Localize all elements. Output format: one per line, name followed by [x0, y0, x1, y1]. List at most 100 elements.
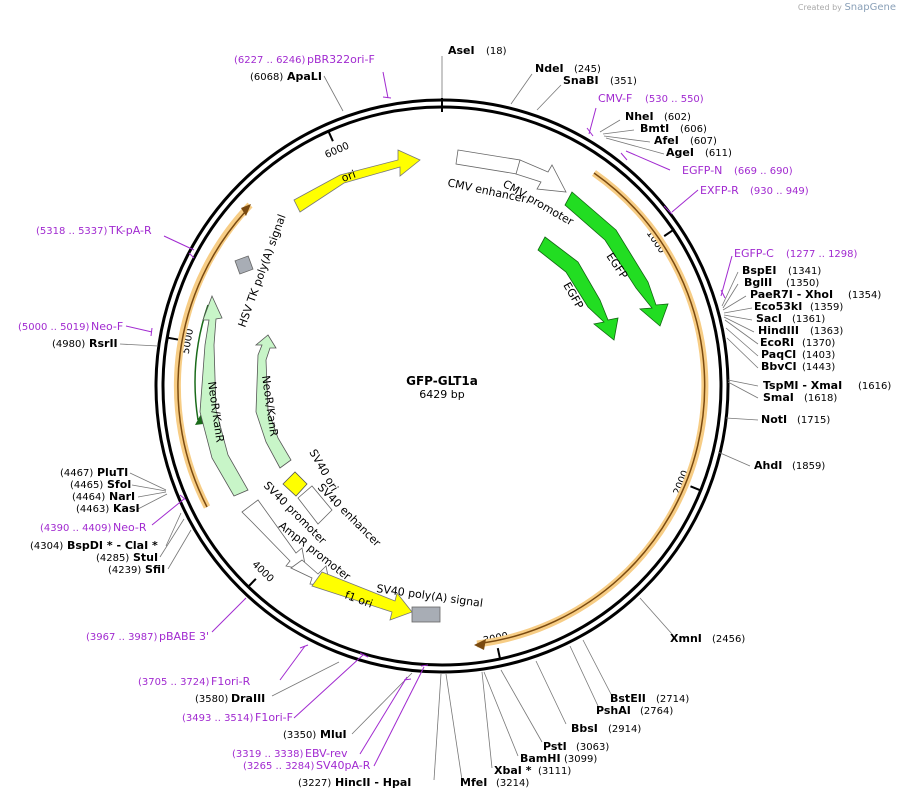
restriction-sites: AseI (18) NdeI (245) SnaBI (351) NheI (6… [30, 44, 891, 789]
site-bamhi-pos: (3099) [564, 754, 597, 765]
site-stui-name: StuI [133, 551, 158, 564]
site-ndei-name: NdeI [535, 62, 564, 75]
site-draiii-pos: (3580) [195, 694, 228, 705]
site-rsrii-name: RsrII [89, 337, 118, 350]
site-nhei-pos: (602) [664, 112, 691, 123]
site-bglii-name: BglII [744, 276, 772, 289]
plasmid-length: 6429 bp [419, 388, 464, 401]
site-paer7i-pos: (1354) [848, 290, 881, 301]
site-rsrii-pos: (4980) [52, 339, 85, 350]
site-snabi-name: SnaBI [563, 74, 599, 87]
cmv-enhancer-arrow [455, 149, 521, 175]
site-xmni-name: XmnI [670, 632, 702, 645]
egfp-outer-arrow [564, 191, 669, 327]
f1-ori-arrow [311, 571, 413, 621]
site-mfei-name: MfeI [460, 776, 487, 789]
site-bsteii-name: BstEII [610, 692, 646, 705]
tick-mark [167, 336, 179, 341]
site-ecori-name: EcoRI [760, 336, 794, 349]
site-afei-name: AfeI [654, 134, 679, 147]
site-tspmi-pos: (1616) [858, 381, 891, 392]
cmv-promoter-arrow [515, 159, 567, 193]
plasmid-name: GFP-GLT1a [406, 374, 478, 388]
primer-neof-pos: (5000 .. 5019) [18, 322, 90, 333]
site-saci-pos: (1361) [792, 314, 825, 325]
site-paqci-name: PaqCI [761, 348, 796, 361]
tick-mark [496, 647, 502, 660]
neokan-outer-arrow [199, 294, 249, 497]
hsv-tk-polya-box [234, 255, 254, 275]
primer-labels: (6227 .. 6246) pBR322ori-F CMV-F (530 ..… [18, 53, 858, 772]
site-smai-pos: (1618) [804, 393, 837, 404]
site-bamhi-name: BamHI [520, 752, 561, 765]
site-bspei-pos: (1341) [788, 266, 821, 277]
site-ahdi-name: AhdI [754, 459, 782, 472]
primer-ebvrev-pos: (3319 .. 3338) [232, 749, 304, 760]
primer-egfpn-name: EGFP-N [682, 164, 722, 177]
feature-arrows [199, 149, 669, 623]
primer-f1orir-name: F1ori-R [211, 675, 251, 688]
tick-mark [690, 485, 702, 492]
orf-highlights [173, 170, 709, 650]
site-kasi-pos: (4463) [76, 504, 109, 515]
site-sfii-pos: (4239) [108, 565, 141, 576]
tick-mark [663, 229, 674, 237]
site-sfoi-pos: (4465) [70, 480, 103, 491]
site-pshai-pos: (2764) [640, 706, 673, 717]
egfp-orf-highlight [476, 170, 709, 648]
site-saci-name: SacI [756, 312, 782, 325]
site-apali-name: ApaLI [287, 70, 322, 83]
tick-mark [247, 578, 257, 588]
site-xbai-pos: (3111) [538, 766, 571, 777]
primer-pbabe3-pos: (3967 .. 3987) [86, 632, 158, 643]
feature-label-cmv-promoter: CMV promoter [501, 177, 577, 228]
site-noti-pos: (1715) [797, 415, 830, 426]
sv40-enhancer-arrow [297, 485, 333, 525]
primer-f1orir-pos: (3705 .. 3724) [138, 677, 210, 688]
primer-ebvrev-name: EBV-rev [305, 747, 348, 760]
site-sfii-name: SfiI [145, 563, 165, 576]
egfp-orf-arrowhead [474, 639, 486, 650]
sv40-polya-box [411, 606, 441, 623]
site-afei-pos: (607) [690, 136, 717, 147]
site-bbvci-name: BbvCI [761, 360, 797, 373]
primer-tkpar-name: TK-pA-R [108, 224, 152, 237]
site-eco53ki-name: Eco53kI [754, 300, 802, 313]
site-bglii-pos: (1350) [786, 278, 819, 289]
sv40-ori-box [282, 471, 308, 497]
site-apali-pos: (6068) [250, 72, 283, 83]
site-bspdi-name: BspDI * - ClaI * [67, 539, 158, 552]
site-ndei-pos: (245) [574, 64, 601, 75]
neo-orf-arrowhead [241, 204, 251, 216]
site-pshai-name: PshAI [596, 704, 631, 717]
site-ecori-pos: (1370) [802, 338, 835, 349]
snapgene-brand: SnapGene [844, 2, 896, 13]
snapgene-credit: Created by SnapGene [798, 2, 896, 13]
tick-mark [327, 130, 334, 142]
primer-cmvf-name: CMV-F [598, 92, 632, 105]
site-bspdi-pos: (4304) [30, 541, 63, 552]
primer-exfpr-pos: (930 .. 949) [750, 186, 809, 197]
site-ahdi-pos: (1859) [792, 461, 825, 472]
primer-neor-name: Neo-R [113, 521, 147, 534]
site-draiii-name: DraIII [231, 692, 265, 705]
primer-sv40par-name: SV40pA-R [316, 759, 371, 772]
site-xmni-pos: (2456) [712, 634, 745, 645]
site-paer7i-name: PaeR7I - XhoI [750, 288, 833, 301]
site-bmti-name: BmtI [640, 122, 669, 135]
backbone [154, 98, 730, 674]
site-pluti-pos: (4467) [60, 468, 93, 479]
primer-egfpn-pos: (669 .. 690) [734, 166, 793, 177]
primer-f1orif-name: F1ori-F [255, 711, 293, 724]
primer-markers [125, 71, 733, 767]
site-bsteii-pos: (2714) [656, 694, 689, 705]
site-agei-pos: (611) [705, 148, 732, 159]
neokan-inner-arrow [254, 334, 292, 469]
site-bbsi-pos: (2914) [608, 724, 641, 735]
primer-pbr322-name: pBR322ori-F [307, 53, 375, 66]
site-leader-lines [119, 56, 759, 781]
site-eco53ki-pos: (1359) [810, 302, 843, 313]
site-mfei-pos: (3214) [496, 778, 529, 789]
credit-prefix: Created by [797, 3, 842, 12]
